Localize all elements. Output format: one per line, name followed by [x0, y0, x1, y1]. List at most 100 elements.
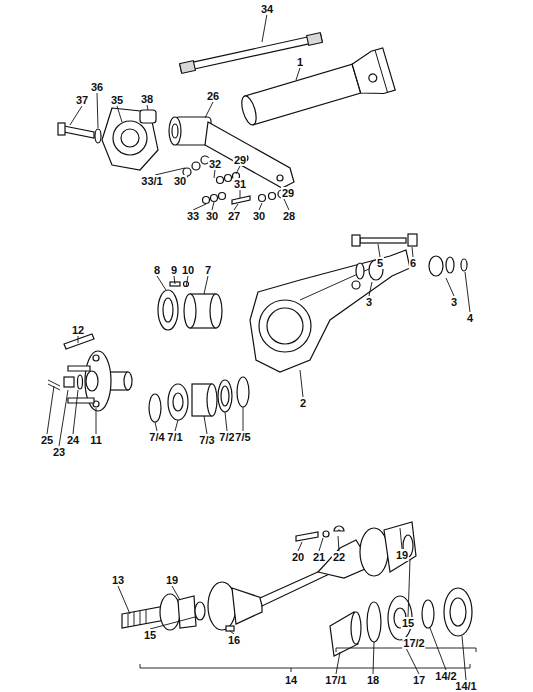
callout-number: 1 — [296, 56, 304, 68]
callout-number: 14/1 — [454, 680, 477, 692]
callout-number: 24 — [66, 434, 80, 446]
trailing-arm-shape — [250, 250, 410, 372]
callout-number: 7/4 — [148, 431, 165, 443]
trailing-arm-shape — [267, 308, 303, 344]
drive-shaft-shape — [178, 596, 196, 628]
bearing-set-shape — [173, 393, 183, 411]
nuts-washers-shape — [269, 193, 276, 200]
callout-number: 25 — [40, 434, 54, 446]
nuts-washers-shape — [192, 162, 200, 170]
callout-number: 35 — [110, 94, 124, 106]
callout-number: 11 — [89, 434, 103, 446]
callout-number: 3 — [365, 296, 373, 308]
callout-number: 3 — [450, 296, 458, 308]
callout-number: 5 — [376, 257, 384, 269]
spring-plate-cover-shape — [121, 129, 139, 147]
bearing-set — [149, 377, 249, 422]
wheel-hub-shape — [86, 371, 98, 391]
wheel-hub-shape — [68, 366, 90, 371]
cv-joint-shape — [422, 600, 434, 628]
nuts-washers-shape — [219, 193, 226, 200]
spring-plate-cover-shape — [140, 110, 156, 123]
callout-number: 8 — [153, 264, 161, 276]
spring-plate-cover-shape — [102, 108, 158, 170]
bearing-set-shape — [218, 380, 232, 412]
spring-plate — [169, 117, 294, 188]
bearing-set-shape — [168, 384, 188, 420]
cv-joint-shape — [367, 602, 381, 642]
cv-joint-shape — [450, 598, 466, 626]
wheel-hub-shape — [93, 355, 99, 361]
callout-number: 17/2 — [402, 637, 425, 649]
callout-number: 13 — [111, 574, 125, 586]
spring-plate-shape — [277, 175, 283, 181]
wheel-hub — [48, 334, 132, 411]
cross-tube-shape — [350, 48, 395, 100]
spring-plate-cover-shape — [113, 121, 147, 155]
cv-joint — [330, 588, 472, 656]
callout-number: 18 — [366, 674, 380, 686]
nuts-washers-shape — [225, 175, 232, 182]
callout-number: 4 — [466, 312, 474, 324]
callout-number: 7/1 — [166, 431, 183, 443]
leader-lines-shape — [47, 14, 470, 680]
trailing-arm-shape — [352, 281, 360, 289]
drive-shaft-shape — [195, 602, 205, 620]
bushings-shape — [408, 234, 417, 246]
bushings-shape — [446, 257, 454, 273]
callout-number: 16 — [227, 634, 241, 646]
bushings-shape — [356, 263, 364, 279]
trailing-arm-shape — [300, 264, 380, 300]
drive-shaft-shape — [232, 588, 262, 624]
callout-number: 2 — [299, 397, 307, 409]
torsion-bar-shape — [180, 61, 196, 74]
drive-shaft-shape — [160, 594, 180, 630]
bushings-shape — [461, 259, 467, 271]
callout-number: 30 — [205, 210, 219, 222]
spring-plate-shape — [205, 122, 294, 188]
spring-plate-cover — [58, 108, 158, 170]
trailing-arm — [250, 250, 410, 372]
bushings-shape — [360, 238, 406, 243]
wheel-hub-shape — [124, 372, 132, 390]
callout-number: 19 — [395, 549, 409, 561]
nuts-washers-shape — [203, 197, 210, 204]
callout-number: 7/3 — [198, 434, 215, 446]
callout-number: 10 — [181, 264, 195, 276]
callout-number: 28 — [282, 210, 296, 222]
callout-number: 26 — [206, 90, 220, 102]
wheel-bearing — [158, 282, 222, 331]
trailing-arm-shape — [259, 300, 311, 352]
drive-shaft-shape — [128, 610, 146, 627]
nuts-washers-shape — [259, 195, 266, 202]
callout-number: 34 — [260, 3, 274, 15]
callout-number: 9 — [170, 264, 178, 276]
drive-shaft-shape — [323, 531, 329, 537]
spring-plate-cover-shape — [58, 123, 65, 135]
wheel-bearing-shape — [163, 298, 173, 322]
wheel-hub-shape — [64, 377, 74, 387]
callout-number: 29 — [233, 154, 247, 166]
drive-shaft-shape — [296, 532, 318, 541]
callout-number: 31 — [233, 178, 247, 190]
spring-plate-shape — [169, 117, 181, 145]
callout-number: 27 — [227, 210, 241, 222]
wheel-bearing-shape — [210, 294, 222, 328]
callout-number: 37 — [75, 94, 89, 106]
callout-number: 20 — [291, 551, 305, 563]
bushings-shape — [429, 256, 443, 276]
torsion-bar — [180, 33, 323, 74]
callout-number: 30 — [252, 210, 266, 222]
spring-plate-cover-shape — [95, 129, 101, 143]
cross-tube — [237, 48, 395, 133]
leader-lines — [47, 14, 476, 680]
callout-number: 17/1 — [324, 674, 347, 686]
callout-number: 7/2 — [218, 431, 235, 443]
callout-number: 22 — [332, 551, 346, 563]
callout-number: 6 — [409, 257, 417, 269]
drive-shaft-shape — [226, 626, 234, 631]
drive-shaft-shape — [360, 528, 388, 576]
callout-number: 7/5 — [234, 431, 251, 443]
bearing-set-shape — [207, 384, 217, 416]
